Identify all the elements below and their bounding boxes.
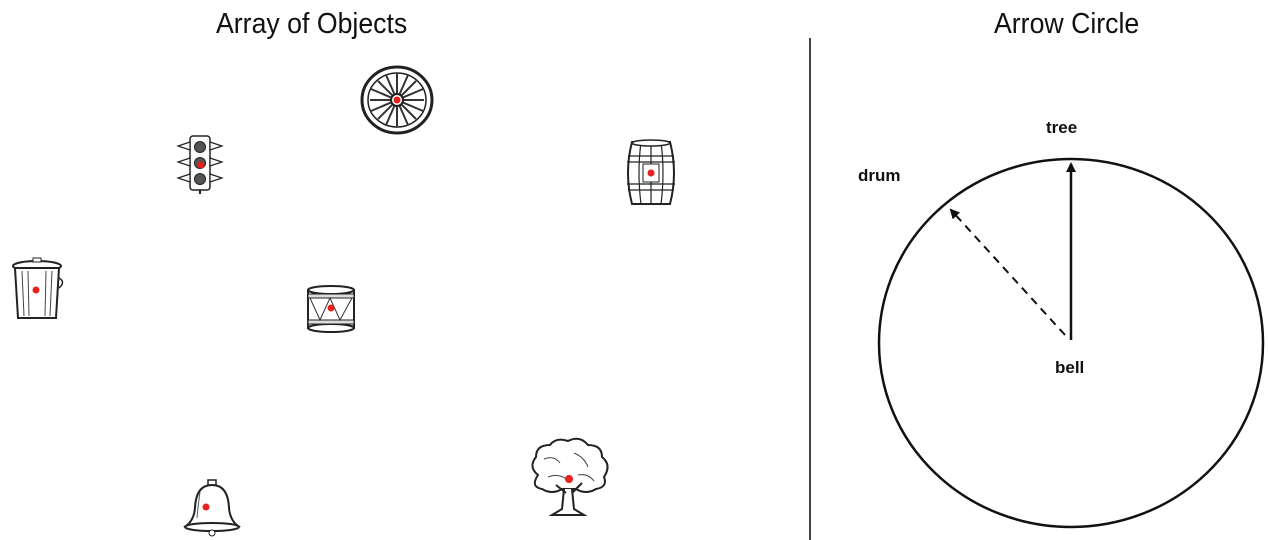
- array-of-objects-title: Array of Objects: [216, 8, 408, 40]
- bell-icon: [183, 479, 241, 537]
- arrow-circle-diagram: [877, 157, 1265, 529]
- drum-label: drum: [858, 166, 901, 185]
- tree-icon: [531, 437, 609, 516]
- trash-can-icon: [12, 257, 64, 319]
- dashed-arrow-to-drum: [949, 208, 1066, 336]
- tree-label: tree: [1046, 118, 1078, 137]
- arrow-circle: [877, 157, 1265, 529]
- bell-label: bell: [1055, 358, 1085, 377]
- barrel-icon: [627, 139, 675, 205]
- arrow-circle-title: Arrow Circle: [994, 8, 1140, 40]
- wheel-icon: [360, 65, 434, 135]
- drum-icon: [307, 285, 355, 333]
- panel-divider: [809, 38, 811, 540]
- traffic-light-icon: [176, 135, 224, 194]
